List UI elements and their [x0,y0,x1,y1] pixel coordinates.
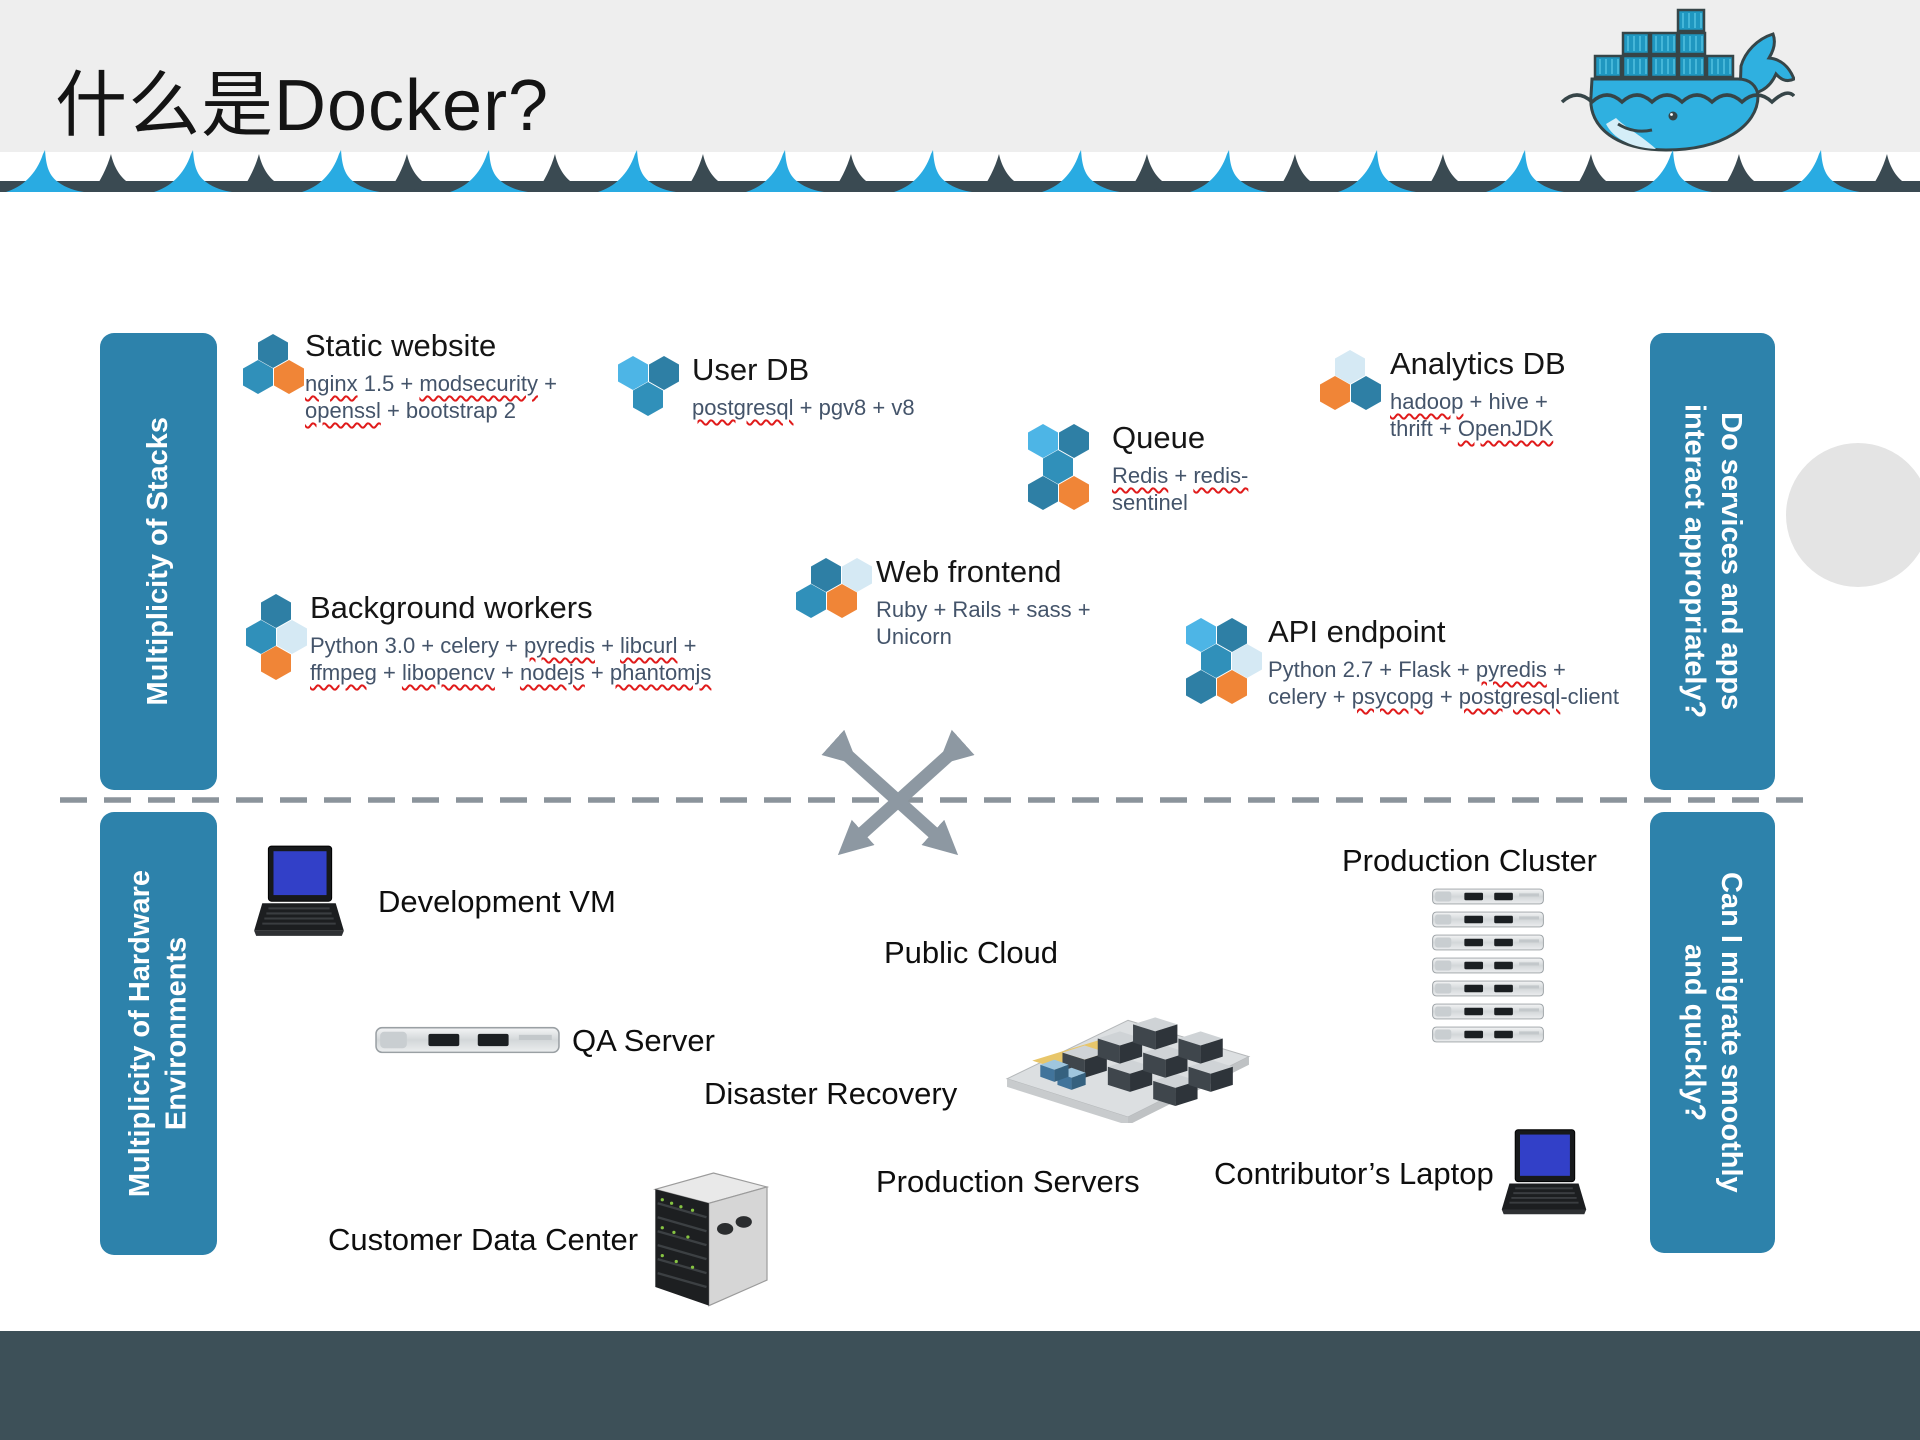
slide-header: 什么是Docker? [0,0,1920,152]
stack-analytics-db: Analytics DB hadoop + hive + thrift + Op… [1390,346,1566,442]
stack-title: Queue [1112,420,1206,455]
stack-desc: Unicorn [876,624,952,649]
sidebar-multiplicity-hardware: Multiplicity of Hardware Environments [100,812,217,1255]
label-production-cluster: Production Cluster [1342,843,1598,878]
sidebar-multiplicity-stacks: Multiplicity of Stacks [100,333,217,790]
sidebar-label: Environments [160,936,193,1131]
wave-border-icon [0,150,1920,192]
stack-title: API endpoint [1268,614,1446,649]
dashed-divider [60,797,1805,803]
stack-web-frontend: Web frontend Ruby + Rails + sass + Unico… [876,554,1091,650]
label-development-vm: Development VM [378,884,616,919]
hexagon-cluster-icon [796,558,872,620]
stack-desc: ffmpeg + libopencv + nodejs + phantomjs [310,660,712,685]
sidebar-label: Multiplicity of Hardware [124,869,157,1198]
stack-desc: Redis + redis- [1112,463,1249,488]
hexagon-cluster-icon [1186,618,1262,706]
stack-title: User DB [692,352,810,387]
sidebar-label: and quickly? [1678,943,1711,1122]
decorative-circle [1786,443,1920,587]
sidebar-label: Multiplicity of Stacks [142,417,175,706]
docker-whale-logo [1560,8,1795,152]
stack-desc: thrift + OpenJDK [1390,416,1554,441]
stack-title: Static website [305,328,497,363]
stack-desc: sentinel [1112,490,1188,515]
slide-footer [0,1331,1920,1440]
hexagon-cluster-icon [243,334,305,396]
datacenter-3d-icon [1005,1017,1251,1123]
stack-desc: Python 2.7 + Flask + pyredis + [1268,657,1566,682]
label-disaster-recovery: Disaster Recovery [704,1076,958,1111]
slide-title: 什么是Docker? [55,66,550,146]
stack-api-endpoint: API endpoint Python 2.7 + Flask + pyredi… [1268,614,1619,710]
label-public-cloud: Public Cloud [884,935,1059,970]
laptop-icon [248,843,350,939]
stack-desc: Python 3.0 + celery + pyredis + libcurl … [310,633,697,658]
hexagon-cluster-icon [618,356,680,418]
hexagon-cluster-icon [246,594,308,682]
stack-desc: celery + psycopg + postgresql-client [1268,684,1619,709]
laptop-icon [1496,1126,1592,1218]
stack-static-website: Static website nginx 1.5 + modsecurity +… [305,328,557,424]
stack-desc: postgresql + pgv8 + v8 [692,395,915,420]
cross-arrows-icon [821,729,975,856]
hexagon-cluster-icon [1320,350,1382,412]
stack-background-workers: Background workers Python 3.0 + celery +… [310,590,711,686]
stack-queue: Queue Redis + redis- sentinel [1112,420,1248,516]
sidebar-label: interact appropriately? [1678,404,1711,719]
stack-user-db: User DB postgresql + pgv8 + v8 [692,352,915,421]
sidebar-label: Do services and apps [1714,412,1747,711]
stack-desc: openssl + bootstrap 2 [305,398,516,423]
sidebar-services-interact: Do services and apps interact appropriat… [1650,333,1775,790]
label-contributors-laptop: Contributor’s Laptop [1214,1156,1494,1191]
rack-server-icon [375,1019,560,1061]
stack-title: Web frontend [876,554,1062,589]
hexagon-cluster-icon [1028,424,1090,512]
sidebar-migrate-quickly: Can I migrate smoothly and quickly? [1650,812,1775,1253]
stack-title: Analytics DB [1390,346,1566,381]
blade-server-icon [653,1172,770,1307]
stack-desc: nginx 1.5 + modsecurity + [305,371,557,396]
production-cluster-icon [1432,888,1544,1049]
stack-desc: Ruby + Rails + sass + [876,597,1091,622]
stack-title: Background workers [310,590,593,625]
sidebar-label: Can I migrate smoothly [1714,872,1747,1193]
label-production-servers: Production Servers [876,1164,1140,1199]
stack-desc: hadoop + hive + [1390,389,1548,414]
label-qa-server: QA Server [572,1023,715,1058]
label-customer-data-center: Customer Data Center [328,1222,639,1257]
